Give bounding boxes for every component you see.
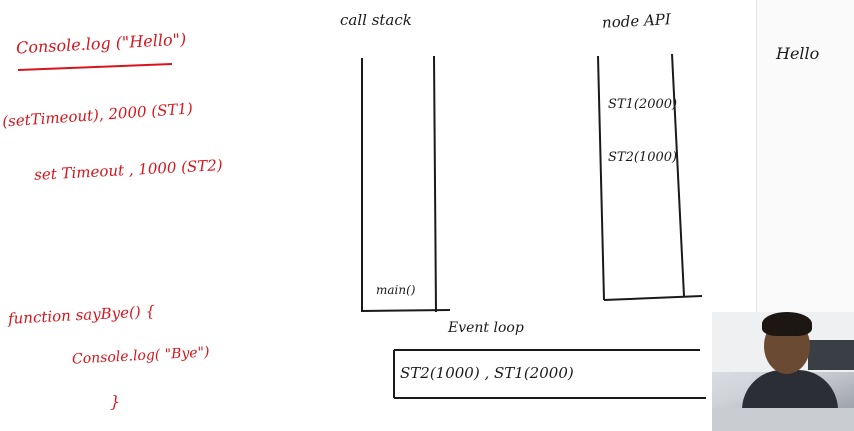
whiteboard-canvas[interactable] — [110, 0, 756, 431]
call-stack-item-main: main() — [376, 283, 416, 297]
code-line-closing-brace: } — [110, 392, 121, 411]
presenter-webcam-video — [712, 312, 854, 431]
node-api-title: node API — [601, 10, 672, 32]
event-loop-title: Event loop — [448, 320, 524, 336]
webcam-monitor — [808, 340, 854, 370]
left-margin — [0, 0, 110, 431]
node-api-item-st2: ST2(1000) — [608, 150, 678, 165]
webcam-desk — [712, 408, 854, 431]
node-api-item-st1: ST1(2000) — [608, 97, 678, 112]
callback-queue-contents: ST2(1000) , ST1(2000) — [400, 364, 574, 382]
call-stack-title: call stack — [340, 11, 412, 29]
console-output-hello: Hello — [776, 44, 820, 63]
presenter-hair — [762, 312, 812, 336]
